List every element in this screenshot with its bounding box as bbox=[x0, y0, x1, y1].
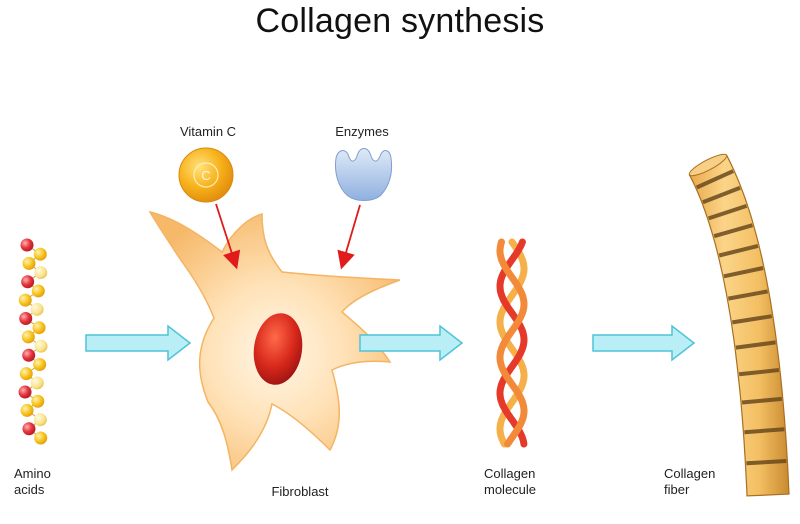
fiber-band bbox=[713, 223, 754, 239]
vitamin-c-label: Vitamin C bbox=[179, 124, 237, 139]
process-arrow-1 bbox=[85, 324, 192, 362]
vitamin-c-pointer-arrow bbox=[215, 203, 241, 270]
fiber-band bbox=[746, 459, 787, 466]
enzymes-label: Enzymes bbox=[335, 124, 389, 139]
amino-acids-label: Amino acids bbox=[14, 466, 74, 498]
collagen-strand bbox=[496, 238, 528, 448]
amino-acid-bead bbox=[30, 376, 44, 390]
fiber-band bbox=[707, 204, 748, 221]
fibroblast-label: Fibroblast bbox=[271, 484, 329, 499]
fiber-band bbox=[727, 289, 769, 301]
amino-acid-bead bbox=[32, 321, 46, 335]
enzymes-pointer-arrow bbox=[337, 204, 361, 270]
process-arrow-3 bbox=[592, 324, 696, 362]
amino-acid-bead bbox=[22, 422, 36, 436]
collagen-fiber-label: Collagen fiber bbox=[664, 466, 744, 498]
amino-acid-bead bbox=[31, 394, 45, 408]
amino-acid-bead bbox=[18, 293, 32, 307]
nucleus-icon bbox=[253, 313, 303, 385]
amino-acid-bead bbox=[21, 275, 35, 289]
diagram-title: Collagen synthesis bbox=[255, 2, 545, 40]
collagen-strand bbox=[496, 238, 528, 448]
amino-acid-bead bbox=[21, 330, 35, 344]
collagen-molecule-label: Collagen molecule bbox=[484, 466, 564, 498]
fiber-band bbox=[735, 340, 776, 350]
fiber-band bbox=[702, 185, 741, 205]
amino-acid-bead bbox=[33, 247, 47, 261]
amino-acid-bead bbox=[30, 302, 44, 316]
amino-acid-bead bbox=[20, 238, 34, 252]
amino-acid-bead bbox=[20, 403, 34, 417]
amino-acids-label-line2: acids bbox=[14, 482, 45, 497]
collagen-molecule-icon bbox=[496, 238, 528, 448]
amino-acid-bead bbox=[19, 312, 33, 326]
fibroblast-cell-icon bbox=[148, 210, 401, 472]
amino-acid-bead bbox=[22, 256, 36, 270]
vitamin-c-symbol: C bbox=[201, 168, 210, 183]
amino-acids-label-line1: Amino bbox=[14, 466, 51, 481]
amino-acid-bead bbox=[34, 431, 48, 445]
amino-acid-chain-icon bbox=[18, 238, 48, 445]
vitamin-c-icon: C bbox=[178, 147, 234, 203]
amino-acid-bead bbox=[19, 367, 33, 381]
enzyme-icon bbox=[335, 148, 393, 201]
collagen-molecule-label-line1: Collagen bbox=[484, 466, 536, 481]
process-arrow-2 bbox=[359, 324, 464, 362]
fiber-band bbox=[731, 314, 773, 325]
fiber-band bbox=[723, 266, 764, 279]
amino-acid-bead bbox=[18, 385, 32, 399]
amino-acid-bead bbox=[34, 339, 48, 353]
fiber-band bbox=[738, 368, 780, 377]
fiber-band bbox=[744, 427, 785, 435]
fiber-band bbox=[695, 169, 735, 190]
collagen-fiber-label-line2: fiber bbox=[664, 482, 690, 497]
amino-acid-bead bbox=[22, 348, 36, 362]
fiber-band bbox=[741, 396, 782, 405]
amino-acid-bead bbox=[33, 413, 47, 427]
amino-acid-bead bbox=[33, 357, 47, 371]
collagen-fiber-label-line1: Collagen bbox=[664, 466, 716, 481]
amino-acid-bead bbox=[31, 284, 45, 298]
collagen-molecule-label-line2: molecule bbox=[484, 482, 537, 497]
amino-acid-bead bbox=[34, 266, 48, 280]
fiber-band bbox=[718, 243, 759, 258]
collagen-fiber-icon bbox=[688, 153, 790, 497]
